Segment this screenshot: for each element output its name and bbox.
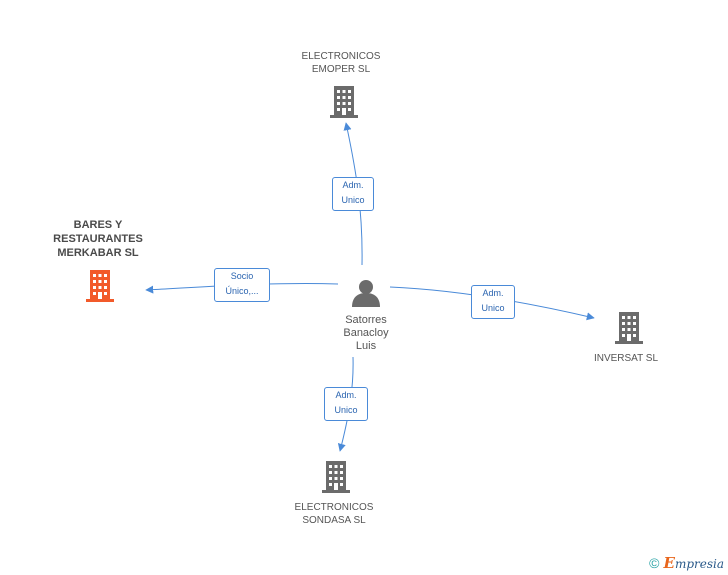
- copyright-icon: ©: [649, 555, 660, 571]
- company-label-merkabar[interactable]: BARES Y RESTAURANTES MERKABAR SL: [53, 219, 143, 259]
- relation-label-sondasa[interactable]: Adm. Unico: [324, 387, 368, 421]
- person-icon[interactable]: [352, 280, 380, 307]
- footer-brand: © Empresia: [649, 554, 724, 572]
- person-name[interactable]: Satorres Banacloy Luis: [343, 314, 389, 352]
- relation-label-inversat[interactable]: Adm. Unico: [471, 285, 515, 319]
- building-icon[interactable]: [615, 312, 643, 344]
- relation-label-emoper[interactable]: Adm. Unico: [332, 177, 374, 211]
- company-label-sondasa[interactable]: ELECTRONICOS SONDASA SL: [294, 502, 374, 526]
- relation-label-merkabar[interactable]: Socio Único,...: [214, 268, 270, 302]
- building-icon[interactable]: [322, 461, 350, 493]
- company-label-inversat[interactable]: INVERSAT SL: [593, 353, 659, 364]
- building-icon[interactable]: [86, 270, 114, 302]
- company-label-emoper[interactable]: ELECTRONICOS EMOPER SL: [301, 51, 381, 75]
- building-icon[interactable]: [330, 86, 358, 118]
- brand-logo: Empresia: [663, 554, 725, 572]
